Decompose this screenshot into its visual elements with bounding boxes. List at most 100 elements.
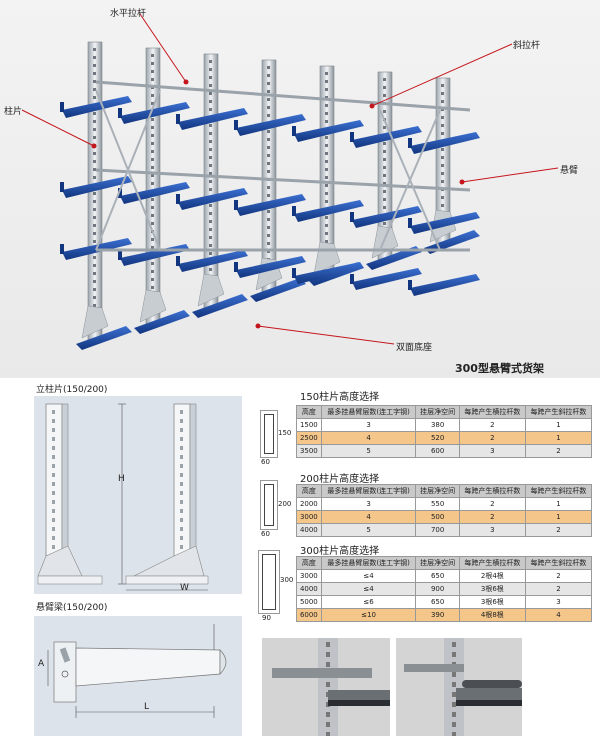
rack-arm [292, 200, 364, 222]
cell: 390 [415, 608, 460, 622]
table-header: 高度 最多挂悬臂层数(连工字钢) 挂层净空间 每跨产生横拉杆数 每跨产生斜拉杆数 [296, 556, 593, 570]
dim-h-label: H [118, 474, 125, 484]
cell: 5 [320, 523, 417, 537]
cell: 3 [458, 444, 526, 458]
cell: ≤10 [320, 608, 417, 622]
rack-arm [234, 194, 306, 216]
table-row: 2000 3 550 2 1 [296, 497, 593, 511]
col-clearance: 挂层净空间 [415, 556, 460, 570]
rack-arm [292, 262, 364, 284]
rack-arm [176, 250, 248, 272]
dim-a-label: A [38, 659, 45, 669]
cell: 600 [415, 444, 460, 458]
cell: 520 [415, 431, 460, 445]
cell: 1 [524, 431, 593, 445]
cell: 5 [320, 444, 417, 458]
rack-column [76, 41, 132, 350]
column-drawing-panel: H W [34, 396, 242, 594]
label-column: 柱片 [4, 107, 23, 117]
cell: 5000 [296, 595, 322, 609]
cell: 550 [415, 497, 460, 511]
rack-arm [60, 176, 132, 198]
table-row: 1500 3 380 2 1 [296, 418, 593, 432]
table-header: 高度 最多挂悬臂层数(连工字钢) 挂层净空间 每跨产生横拉杆数 每跨产生斜拉杆数 [296, 484, 593, 498]
cell: ≤4 [320, 582, 417, 596]
rack-column [424, 77, 480, 254]
col-diagonal-rods: 每跨产生斜拉杆数 [524, 556, 593, 570]
label-horizontal-rod: 水平拉杆 [110, 9, 147, 19]
cell: 650 [415, 595, 460, 609]
cell: 650 [415, 569, 460, 583]
col-diagonal-rods: 每跨产生斜拉杆数 [524, 405, 593, 419]
cell: 2根4根 [458, 569, 526, 583]
rack-arm [118, 182, 190, 204]
table-row: 3000 ≤4 650 2根4根 2 [296, 569, 593, 583]
table-150: 高度 最多挂悬臂层数(连工字钢) 挂层净空间 每跨产生横拉杆数 每跨产生斜拉杆数… [296, 405, 593, 458]
cell: ≤4 [320, 569, 417, 583]
table-200-title: 200柱片高度选择 [300, 474, 380, 485]
table-row: 3000 4 500 2 1 [296, 510, 593, 524]
cell: 4 [320, 510, 417, 524]
cell: 2 [524, 569, 593, 583]
rack-drawing [21, 13, 559, 350]
cell: 4根8根 [458, 608, 526, 622]
cell: 3500 [296, 444, 322, 458]
table-header: 高度 最多挂悬臂层数(连工字钢) 挂层净空间 每跨产生横拉杆数 每跨产生斜拉杆数 [296, 405, 593, 419]
rack-arm [350, 268, 422, 290]
rack-arm [176, 108, 248, 130]
cell: 3根6根 [458, 582, 526, 596]
cell: 4 [320, 431, 417, 445]
cell: 4000 [296, 582, 322, 596]
arm-drawing-panel: A L [34, 616, 242, 736]
rack-column [250, 59, 306, 302]
cell: 2 [458, 510, 526, 524]
rack-arm [408, 212, 480, 234]
cell: 2 [524, 523, 593, 537]
profile-300 [258, 550, 280, 614]
col-horizontal-rods: 每跨产生横拉杆数 [458, 556, 526, 570]
rack-arm [350, 126, 422, 148]
profile-300-h: 300 [280, 576, 294, 584]
rack-arm [176, 188, 248, 210]
cell: 2 [458, 431, 526, 445]
cell: 3 [458, 523, 526, 537]
cell: 2 [524, 444, 593, 458]
cell: 3000 [296, 569, 322, 583]
col-horizontal-rods: 每跨产生横拉杆数 [458, 484, 526, 498]
rack-arm [234, 256, 306, 278]
table-150-title: 150柱片高度选择 [300, 392, 380, 403]
detail-photo-arm-with-load [396, 638, 522, 737]
table-row: 2500 4 520 2 1 [296, 431, 593, 445]
col-clearance: 挂层净空间 [415, 484, 460, 498]
col-height: 高度 [296, 405, 322, 419]
profile-150 [260, 410, 278, 458]
table-row: 4000 5 700 3 2 [296, 523, 593, 537]
cell: 700 [415, 523, 460, 537]
cell: 380 [415, 418, 460, 432]
cell: 1500 [296, 418, 322, 432]
col-horizontal-rods: 每跨产生横拉杆数 [458, 405, 526, 419]
cell: 2 [458, 497, 526, 511]
dim-l-label: L [144, 702, 150, 712]
cell: 2500 [296, 431, 322, 445]
cell: 900 [415, 582, 460, 596]
table-row: 5000 ≤6 650 3根6根 3 [296, 595, 593, 609]
col-diagonal-rods: 每跨产生斜拉杆数 [524, 484, 593, 498]
rack-arm [350, 206, 422, 228]
table-300-title: 300柱片高度选择 [300, 546, 380, 557]
cell: 2000 [296, 497, 322, 511]
table-row: 4000 ≤4 900 3根6根 2 [296, 582, 593, 596]
hero-caption: 300型悬臂式货架 [455, 362, 544, 375]
profile-150-h: 150 [278, 429, 292, 437]
rack-arm [408, 274, 480, 296]
cell: 3 [320, 497, 417, 511]
table-300: 高度 最多挂悬臂层数(连工字钢) 挂层净空间 每跨产生横拉杆数 每跨产生斜拉杆数… [296, 556, 593, 622]
col-clearance: 挂层净空间 [415, 405, 460, 419]
cell: 3000 [296, 510, 322, 524]
col-max-layers: 最多挂悬臂层数(连工字钢) [320, 556, 417, 570]
rack-arm [234, 114, 306, 136]
table-200: 高度 最多挂悬臂层数(连工字钢) 挂层净空间 每跨产生横拉杆数 每跨产生斜拉杆数… [296, 484, 593, 537]
profile-150-w: 60 [261, 458, 270, 466]
col-height: 高度 [296, 484, 322, 498]
rack-arm [60, 96, 132, 118]
